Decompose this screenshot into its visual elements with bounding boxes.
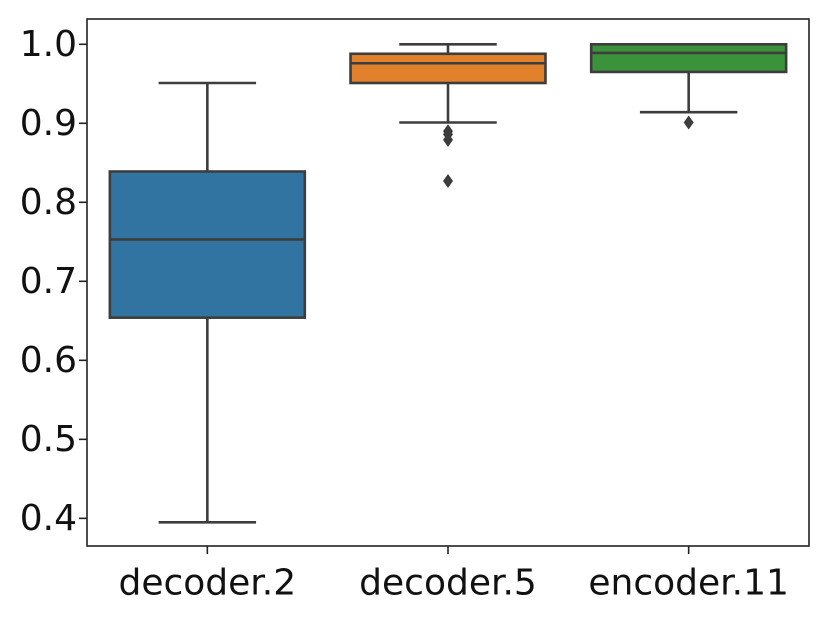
y-tick-label: 1.0	[20, 24, 77, 65]
outlier-point	[443, 132, 453, 147]
box-body	[589, 42, 788, 74]
tick-labels: 0.4 0.5 0.6 0.7 0.8 0.9 1.0 decoder.2 decoder.5 e…	[20, 24, 789, 604]
x-tick-label: decoder.2	[118, 563, 296, 604]
y-tick-label: 0.5	[20, 419, 77, 460]
boxes	[108, 42, 788, 524]
x-tick-label: encoder.11	[588, 563, 789, 604]
y-tick-label: 0.6	[20, 340, 77, 381]
box-decoder-2	[108, 81, 307, 524]
outlier-point	[683, 115, 694, 130]
box-body	[349, 52, 547, 85]
box-body	[108, 170, 307, 319]
y-tick-label: 0.9	[20, 103, 77, 144]
box-decoder-5	[349, 42, 547, 188]
y-tick-label: 0.4	[20, 498, 77, 539]
axes	[79, 18, 810, 554]
box-encoder-11	[589, 42, 788, 130]
y-tick-label: 0.7	[20, 261, 77, 302]
x-tick-label: decoder.5	[359, 563, 537, 604]
outlier-point	[443, 173, 453, 188]
y-tick-label: 0.8	[20, 182, 77, 223]
